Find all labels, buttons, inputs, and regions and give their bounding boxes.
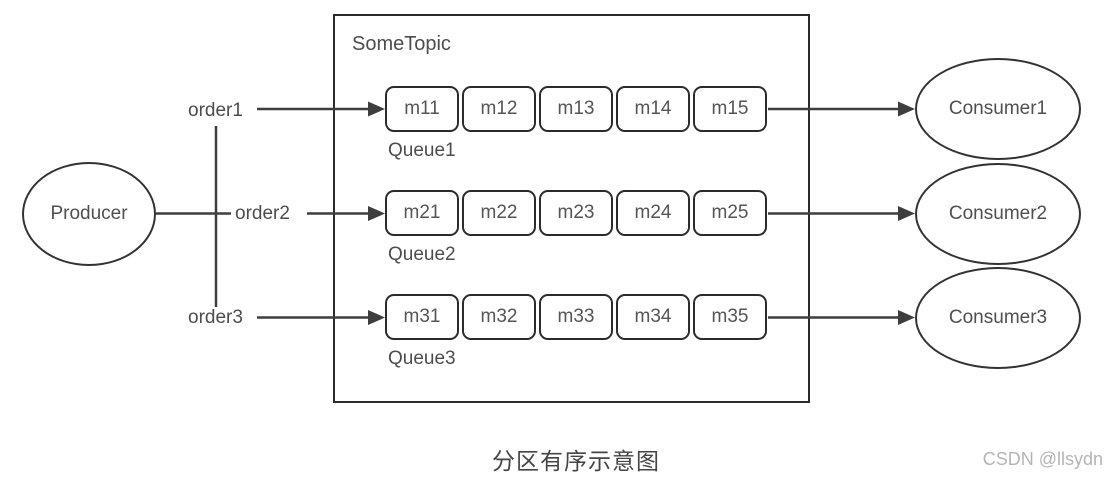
message-box: m14 <box>616 86 690 132</box>
diagram-caption: 分区有序示意图 <box>492 448 660 474</box>
order3-arrowhead <box>368 310 385 325</box>
message-box: m11 <box>385 86 459 132</box>
message-box: m21 <box>385 190 459 236</box>
message-box: m32 <box>462 294 536 340</box>
order2-label: order2 <box>233 203 292 225</box>
consumer2-label: Consumer2 <box>948 203 1048 224</box>
order1-label: order1 <box>186 100 245 122</box>
order3-label: order3 <box>186 307 245 329</box>
queue2-label: Queue2 <box>388 244 456 265</box>
message-box: m12 <box>462 86 536 132</box>
consumer3-arrowhead <box>898 310 915 325</box>
queue3-label: Queue3 <box>388 348 456 369</box>
queue2-message-row: m21 m22 m23 m24 m25 <box>385 190 767 236</box>
message-box: m24 <box>616 190 690 236</box>
message-box: m13 <box>539 86 613 132</box>
consumer1-label: Consumer1 <box>948 98 1048 119</box>
message-box: m25 <box>693 190 767 236</box>
order1-arrowhead <box>368 101 385 117</box>
topic-title: SomeTopic <box>352 33 451 55</box>
queue3-message-row: m31 m32 m33 m34 m35 <box>385 294 767 340</box>
message-box: m15 <box>693 86 767 132</box>
message-box: m35 <box>693 294 767 340</box>
consumer1-node: Consumer1 <box>915 58 1081 160</box>
message-box: m33 <box>539 294 613 340</box>
producer-label: Producer <box>50 203 128 224</box>
consumer2-node: Consumer2 <box>915 163 1081 265</box>
queue1-message-row: m11 m12 m13 m14 m15 <box>385 86 767 132</box>
order2-arrowhead <box>368 206 385 221</box>
queue1-label: Queue1 <box>388 140 456 161</box>
message-box: m23 <box>539 190 613 236</box>
consumer3-node: Consumer3 <box>915 267 1081 369</box>
consumer3-label: Consumer3 <box>948 307 1048 328</box>
message-box: m34 <box>616 294 690 340</box>
producer-node: Producer <box>22 162 156 266</box>
consumer1-arrowhead <box>898 101 915 117</box>
consumer2-arrowhead <box>898 206 915 221</box>
message-box: m22 <box>462 190 536 236</box>
message-box: m31 <box>385 294 459 340</box>
csdn-watermark: CSDN @llsydn <box>982 449 1103 469</box>
